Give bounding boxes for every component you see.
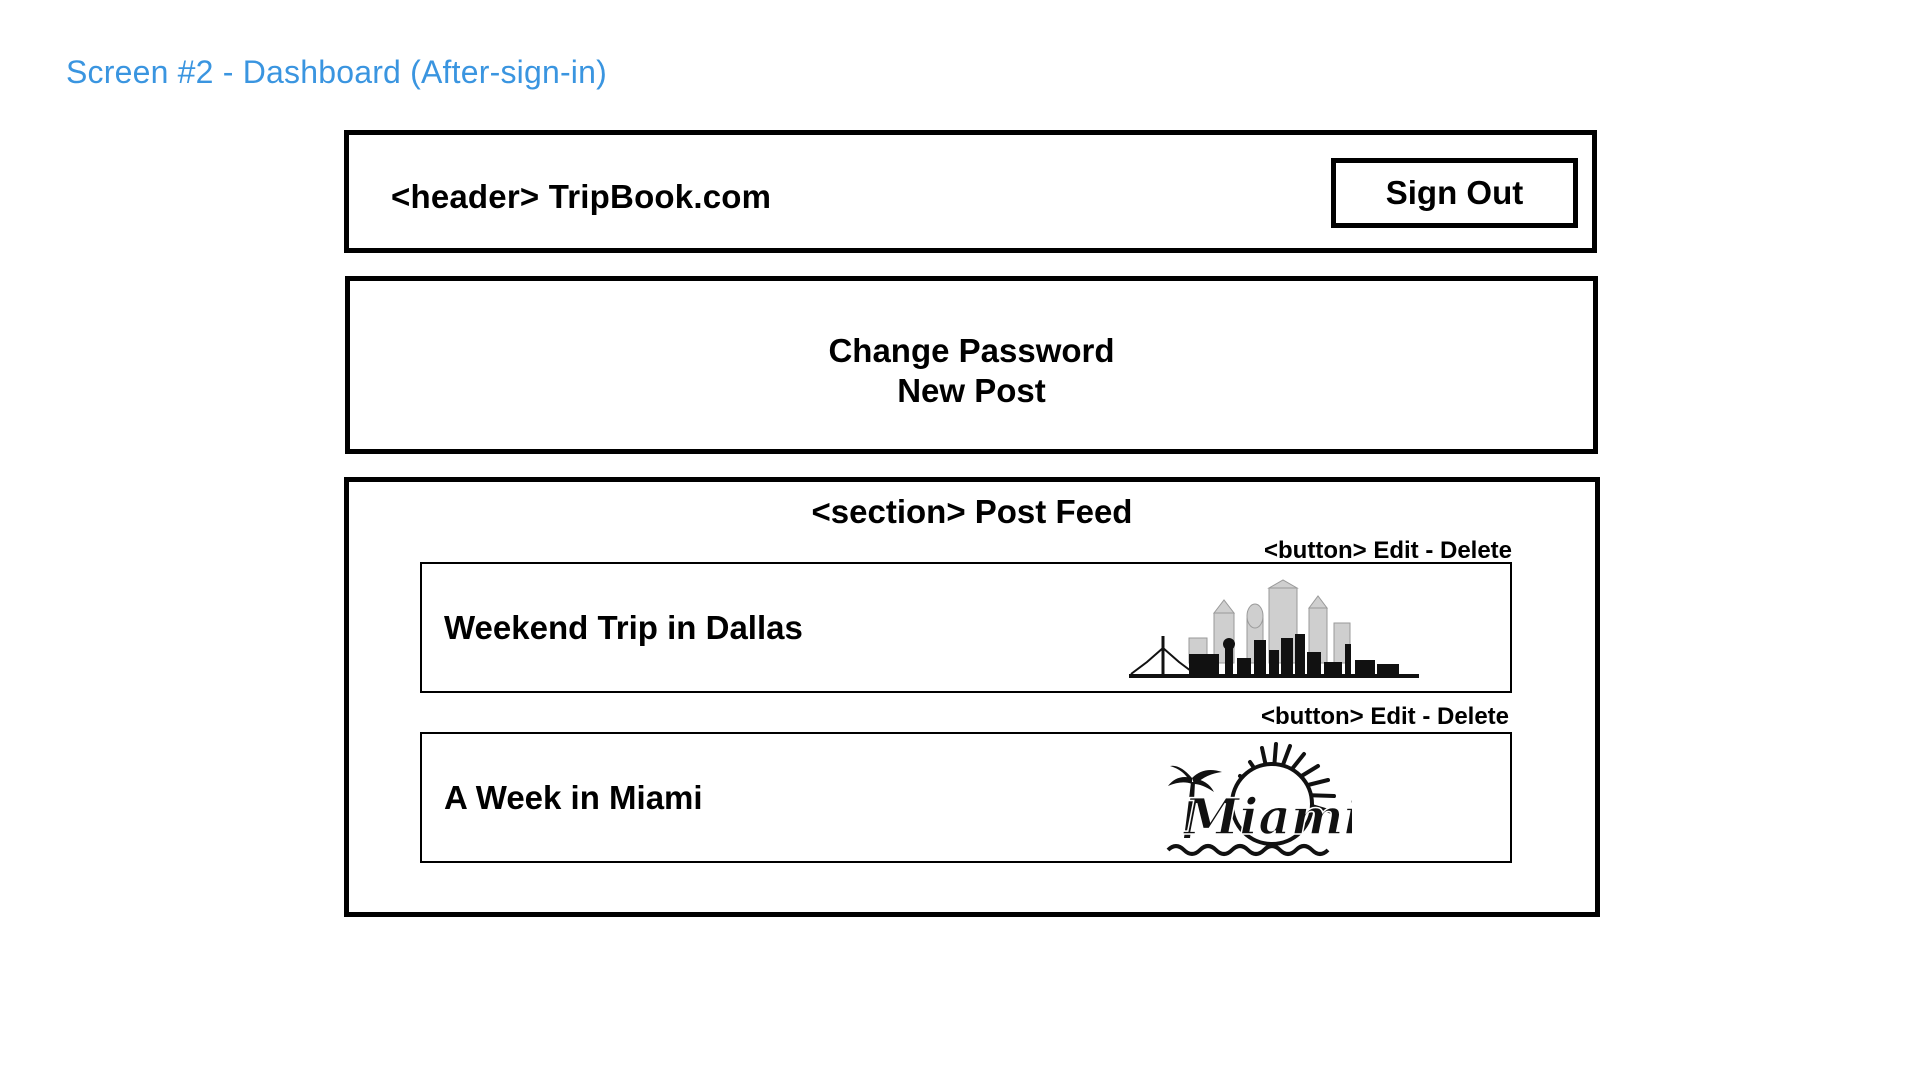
nav-panel: Change Password New Post (345, 276, 1598, 454)
post-title: Weekend Trip in Dallas (444, 609, 803, 646)
miami-logo-icon: Miami (1162, 738, 1363, 865)
dallas-skyline-icon (1129, 578, 1419, 689)
post-card-miami[interactable]: A Week in Miami (420, 732, 1512, 863)
post-actions-miami[interactable]: <button> Edit - Delete (1261, 703, 1510, 730)
sign-out-button[interactable]: Sign Out (1331, 158, 1578, 228)
post-actions-dallas[interactable]: <button> Edit - Delete (1264, 537, 1513, 564)
header-title: <header> TripBook.com (391, 178, 772, 215)
post-feed: <section> Post Feed <button> Edit - Dele… (344, 477, 1600, 917)
nav-links: Change Password New Post (350, 331, 1593, 411)
svg-text:Miami: Miami (1182, 787, 1352, 846)
change-password-link[interactable]: Change Password (828, 332, 1115, 369)
new-post-link[interactable]: New Post (897, 372, 1046, 409)
header: <header> TripBook.com Sign Out (344, 130, 1597, 253)
post-feed-title: <section> Post Feed (811, 493, 1133, 530)
screen-title: Screen #2 - Dashboard (After-sign-in) (66, 54, 607, 90)
post-title: A Week in Miami (444, 779, 703, 816)
post-card-dallas[interactable]: Weekend Trip in Dallas (420, 562, 1512, 693)
